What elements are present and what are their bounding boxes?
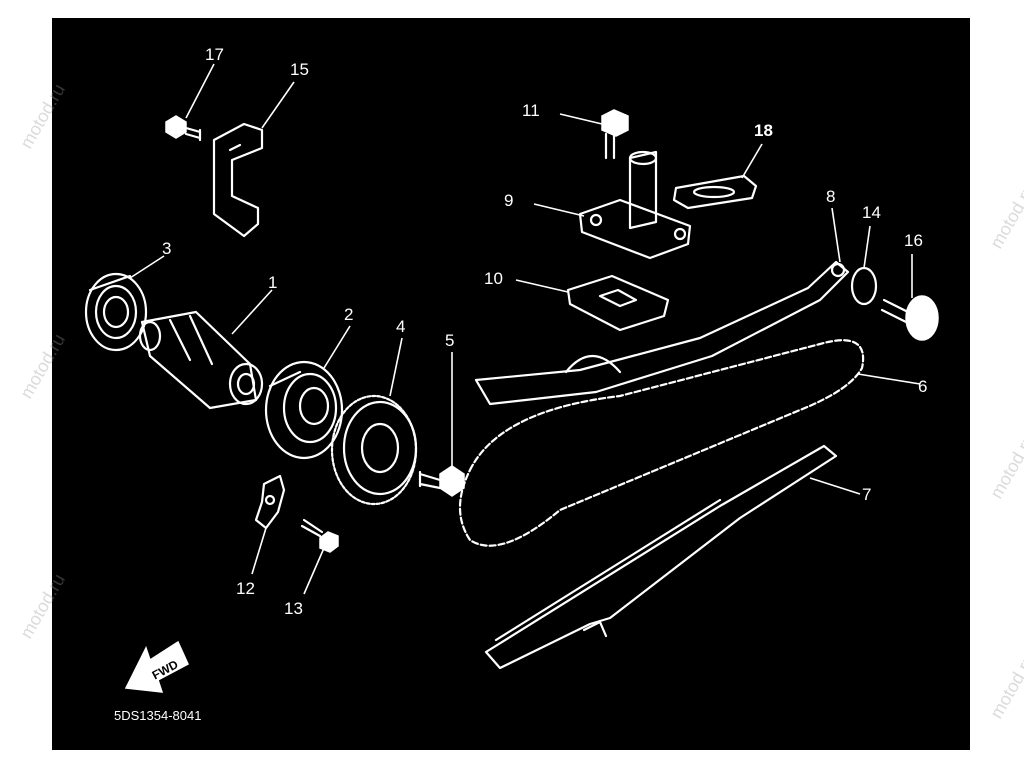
callout-16: 16 xyxy=(904,231,923,250)
part-8-chain-guide xyxy=(474,260,850,406)
callout-17: 17 xyxy=(205,45,224,64)
callout-18: 18 xyxy=(754,121,773,140)
callout-5: 5 xyxy=(445,331,454,350)
callout-3: 3 xyxy=(162,239,171,258)
callout-6: 6 xyxy=(918,377,927,396)
part-16-bolt xyxy=(880,295,939,341)
callout-9: 9 xyxy=(504,191,513,210)
callout-8: 8 xyxy=(826,187,835,206)
callout-2: 2 xyxy=(344,305,353,324)
watermark: motod.ru xyxy=(986,650,1024,722)
callout-12: 12 xyxy=(236,579,255,598)
part-9-tensioner xyxy=(578,150,692,260)
callout-15: 15 xyxy=(290,60,309,79)
drawing-code: 5DS1354-8041 xyxy=(114,708,201,723)
part-15-bracket xyxy=(212,122,264,238)
watermark: motod.ru xyxy=(986,430,1024,502)
part-6-timing-chain xyxy=(459,339,865,547)
callout-13: 13 xyxy=(284,599,303,618)
part-2-bearing xyxy=(264,360,344,460)
watermark: motod.ru xyxy=(986,180,1024,252)
part-10-gasket xyxy=(566,274,670,332)
callout-14: 14 xyxy=(862,203,881,222)
callout-1: 1 xyxy=(268,273,277,292)
diagram-panel xyxy=(52,18,970,750)
part-13-bolt xyxy=(300,518,339,553)
part-3-bearing xyxy=(84,272,148,352)
part-1-camshaft xyxy=(138,310,264,410)
part-5-bolt xyxy=(418,465,465,497)
callout-10: 10 xyxy=(484,269,503,288)
part-7-chain-guide xyxy=(484,444,838,670)
callout-11: 11 xyxy=(522,101,540,120)
part-11-bolt xyxy=(601,109,629,160)
part-12-lock-washer xyxy=(254,474,286,530)
callout-7: 7 xyxy=(862,485,871,504)
callout-labels: 17 15 3 1 2 4 5 6 7 8 9 10 11 12 13 14 1… xyxy=(162,45,927,618)
part-4-sprocket xyxy=(330,394,418,506)
part-17-bolt xyxy=(165,115,202,142)
leader-lines xyxy=(129,63,921,595)
callout-4: 4 xyxy=(396,317,405,336)
